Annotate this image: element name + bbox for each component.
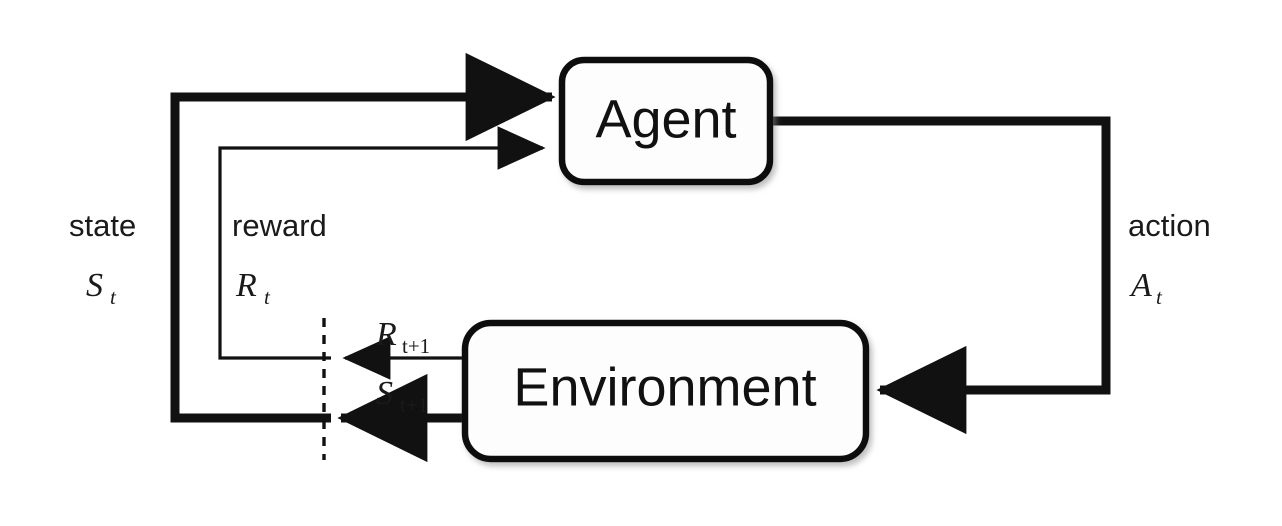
svg-text:R: R bbox=[235, 267, 257, 304]
action-label-symbol: A t bbox=[1129, 267, 1163, 309]
svg-text:R: R bbox=[375, 316, 397, 353]
reward-label-symbol: R t bbox=[235, 267, 271, 309]
state-feedback-edge bbox=[170, 52, 556, 423]
environment-box[interactable] bbox=[461, 319, 870, 463]
state-label-word: state bbox=[69, 208, 136, 243]
action-edge bbox=[770, 116, 1111, 435]
svg-text:t+1: t+1 bbox=[400, 393, 428, 417]
reward-label-word: reward bbox=[232, 208, 327, 243]
environment-label: Environment bbox=[513, 357, 816, 417]
svg-text:S: S bbox=[86, 267, 103, 304]
next-reward-label: R t+1 bbox=[375, 316, 430, 358]
next-state-label: S t+1 bbox=[376, 375, 428, 417]
svg-text:t+1: t+1 bbox=[402, 334, 430, 358]
agent-node[interactable]: Agent bbox=[558, 56, 774, 186]
svg-text:A: A bbox=[1129, 267, 1152, 304]
reward-feedback-edge bbox=[218, 126, 546, 360]
agent-box[interactable] bbox=[558, 56, 774, 186]
svg-text:t: t bbox=[110, 285, 117, 309]
environment-node[interactable]: Environment bbox=[461, 319, 870, 463]
svg-text:t: t bbox=[1156, 285, 1163, 309]
svg-text:t: t bbox=[264, 285, 271, 309]
agent-label: Agent bbox=[595, 89, 736, 149]
action-label-word: action bbox=[1128, 208, 1211, 243]
state-label-symbol: S t bbox=[86, 267, 117, 309]
svg-text:S: S bbox=[376, 375, 393, 412]
